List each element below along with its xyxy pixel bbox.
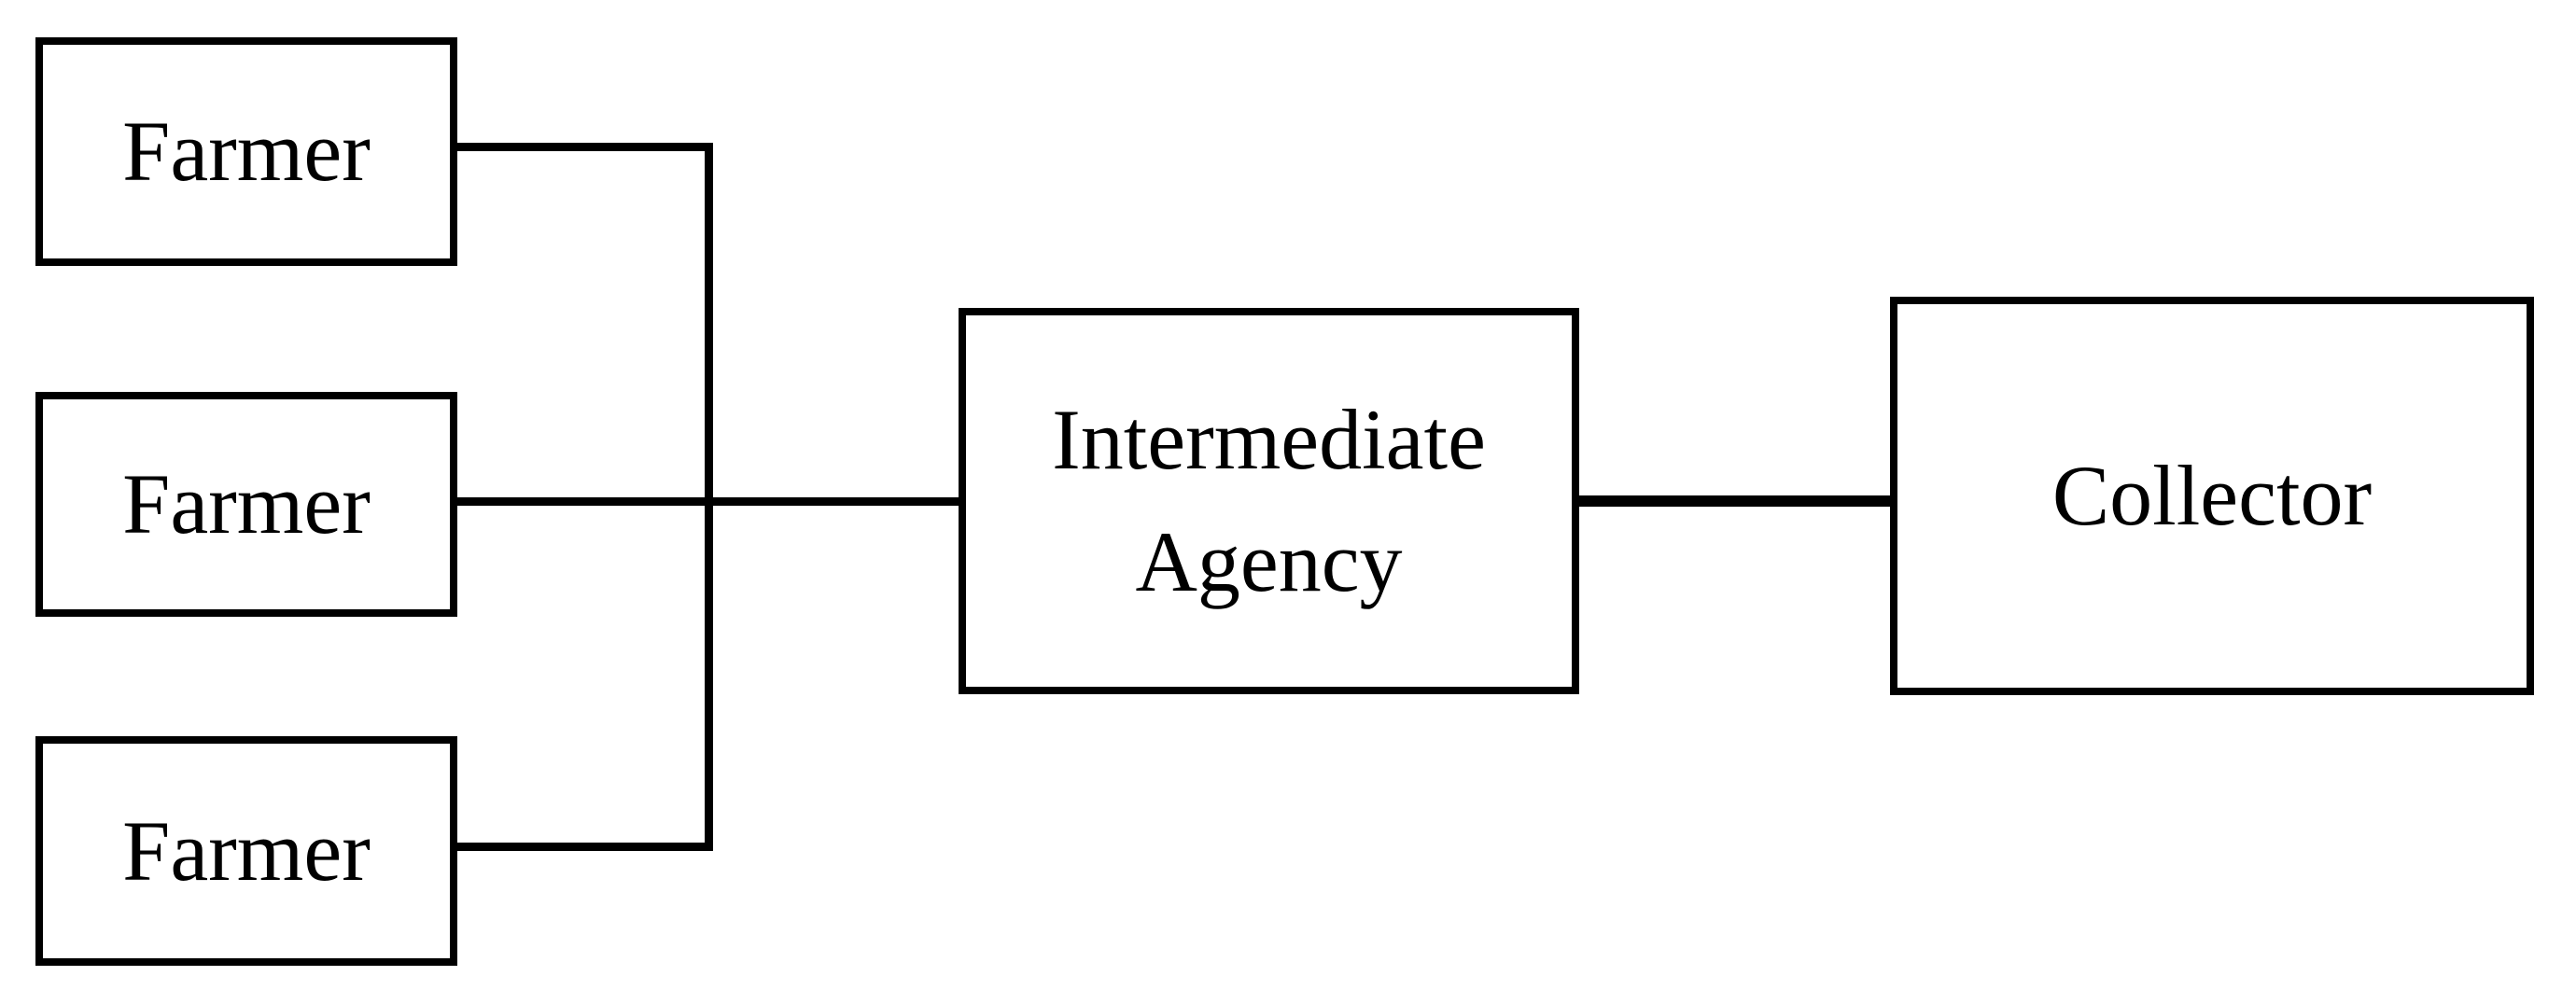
edge-trunk-vertical bbox=[705, 143, 713, 851]
edge-farmer1-trunk bbox=[455, 143, 713, 151]
node-farmer-3-label: Farmer bbox=[122, 802, 371, 899]
node-farmer-3: Farmer bbox=[35, 736, 457, 966]
node-farmer-2: Farmer bbox=[35, 392, 457, 617]
node-collector: Collector bbox=[1890, 297, 2534, 695]
edge-farmer3-trunk bbox=[455, 843, 713, 851]
node-farmer-1-label: Farmer bbox=[122, 104, 371, 200]
node-intermediate-agency: Intermediate Agency bbox=[959, 308, 1579, 694]
node-farmer-2-label: Farmer bbox=[122, 456, 371, 552]
edge-intermediate-agency-collector bbox=[1577, 495, 1892, 507]
node-intermediate-agency-label: Intermediate Agency bbox=[1052, 392, 1486, 609]
node-collector-label: Collector bbox=[2051, 448, 2373, 544]
node-farmer-1: Farmer bbox=[35, 37, 457, 266]
